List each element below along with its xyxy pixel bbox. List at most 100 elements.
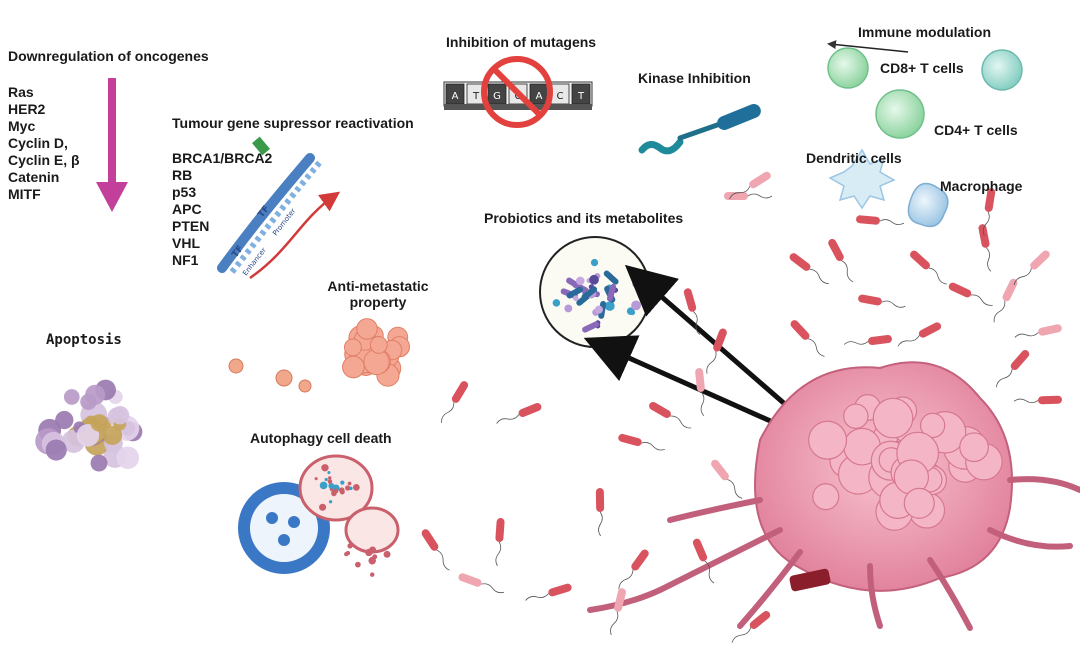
- probiotic-bacterium: [606, 283, 617, 302]
- bacterium: [548, 583, 572, 597]
- promoter-label: Promoter: [271, 207, 297, 237]
- autophagy-particle: [345, 550, 351, 556]
- apoptotic-body: [102, 425, 123, 446]
- autophagy-particle: [340, 480, 345, 485]
- dna-base-letter: A: [452, 91, 459, 102]
- apoptotic-body: [110, 406, 130, 425]
- bacterium-flagellum: [729, 186, 751, 200]
- tumor-cell: [369, 336, 388, 354]
- apoptotic-body: [116, 446, 140, 470]
- bacterium-flagellum: [993, 300, 1006, 323]
- probiotic-bacterium: [582, 321, 599, 333]
- tumor-lobe: [903, 487, 935, 519]
- mutagens-title: Inhibition of mutagens: [446, 34, 597, 50]
- autophagy-particle: [347, 543, 353, 549]
- tumor-cell: [356, 318, 378, 340]
- cd4-label: CD4+ T cells: [934, 122, 1018, 138]
- bacterium: [518, 403, 542, 417]
- apoptotic-body: [85, 384, 106, 405]
- bacterium-flagellum: [706, 351, 717, 374]
- bacterium: [713, 328, 727, 352]
- autophagy-particle: [339, 487, 345, 493]
- bacterium: [984, 188, 996, 212]
- bacterium: [1038, 324, 1062, 336]
- autophagy-particle: [352, 483, 360, 491]
- bacterium-flagellum: [808, 338, 825, 357]
- tumor-lobe: [808, 420, 848, 460]
- probiotic-bacterium: [566, 286, 584, 299]
- list-item: Cyclin D,: [8, 135, 68, 151]
- metabolite-dot: [589, 274, 599, 285]
- list-item: VHL: [172, 235, 200, 251]
- apoptotic-body: [90, 414, 109, 432]
- metastatic-title: Anti-metastatic property: [318, 278, 438, 310]
- list-item: Myc: [8, 118, 36, 134]
- autophagy-particle: [383, 550, 391, 558]
- metabolite-dot: [604, 301, 615, 311]
- bacterium-flagellum: [436, 549, 450, 571]
- bacterium: [789, 253, 811, 271]
- metastatic-title-line: property: [349, 294, 407, 310]
- bacterium: [1038, 395, 1062, 405]
- dna-base-letter: G: [493, 91, 501, 102]
- bacterium-flagellum: [704, 560, 715, 584]
- bacterium-flagellum: [727, 479, 743, 499]
- metastatic-title-line: Anti-metastatic: [327, 278, 429, 294]
- list-item: Catenin: [8, 169, 60, 185]
- bacterium-flagellum: [1013, 398, 1039, 404]
- bacterium: [978, 224, 990, 248]
- list-item: RB: [172, 167, 193, 183]
- bacterium-flagellum: [481, 583, 504, 594]
- dna-base-letter: T: [472, 91, 480, 102]
- bacterium-flagellum: [928, 267, 947, 285]
- bacterium-flagellum: [641, 442, 665, 451]
- oncogene-title: Downregulation of oncogenes: [8, 48, 209, 64]
- bacterium: [858, 294, 882, 306]
- autophagy-particle: [328, 500, 333, 504]
- bacterium-flagellum: [995, 368, 1013, 388]
- downregulation-arrow: [96, 78, 128, 212]
- tumor-lobe: [959, 432, 989, 463]
- list-item: p53: [172, 184, 197, 200]
- bacterium-flagellum: [879, 219, 905, 226]
- autophagy-particle: [347, 481, 352, 486]
- autophagy-graphic: [238, 454, 400, 577]
- tumor-lobe: [872, 397, 914, 439]
- apoptotic-body: [76, 424, 100, 447]
- bacterium-flagellum: [610, 611, 619, 636]
- autophagy-particle: [333, 488, 339, 494]
- tumor-cell: [343, 338, 362, 357]
- bacterium: [749, 171, 771, 189]
- list-item: MITF: [8, 186, 41, 202]
- cd8-label: CD8+ T cells: [880, 60, 964, 76]
- tumor-lobe: [919, 412, 946, 439]
- bacterium: [918, 322, 942, 338]
- bacteria-field: [421, 171, 1062, 643]
- autophagy-particle: [327, 471, 331, 475]
- bacterium-flagellum: [496, 414, 520, 424]
- immune-title: Immune modulation: [858, 24, 991, 40]
- bacterium: [451, 381, 469, 403]
- bacterium-flagellum: [441, 402, 455, 423]
- dendritic-label: Dendritic cells: [806, 150, 902, 166]
- bacterium-flagellum: [495, 541, 502, 567]
- autophagy-particle: [314, 477, 318, 481]
- metabolite-dot: [575, 276, 585, 286]
- list-item: Cyclin E, β: [8, 152, 80, 168]
- apoptotic-body: [90, 454, 108, 472]
- autophagy-particle: [327, 479, 333, 484]
- cd8-t-cell-icon: [827, 47, 869, 89]
- bacterium-flagellum: [747, 193, 773, 199]
- autophagy-particle: [328, 476, 332, 480]
- bacterium: [618, 433, 642, 447]
- autophagy-particle: [349, 486, 353, 491]
- probiotic-bacterium: [603, 270, 619, 285]
- suppressor-title: Tumour gene supressor reactivation: [172, 115, 414, 131]
- probiotic-bacterium: [581, 286, 598, 300]
- macrophage-label: Macrophage: [940, 178, 1023, 194]
- suppressor-list: BRCA1/BRCA2 RB p53 APC PTEN VHL NF1: [172, 150, 272, 269]
- bacterium-flagellum: [985, 247, 992, 272]
- probiotics-title: Probiotics and its metabolites: [484, 210, 684, 226]
